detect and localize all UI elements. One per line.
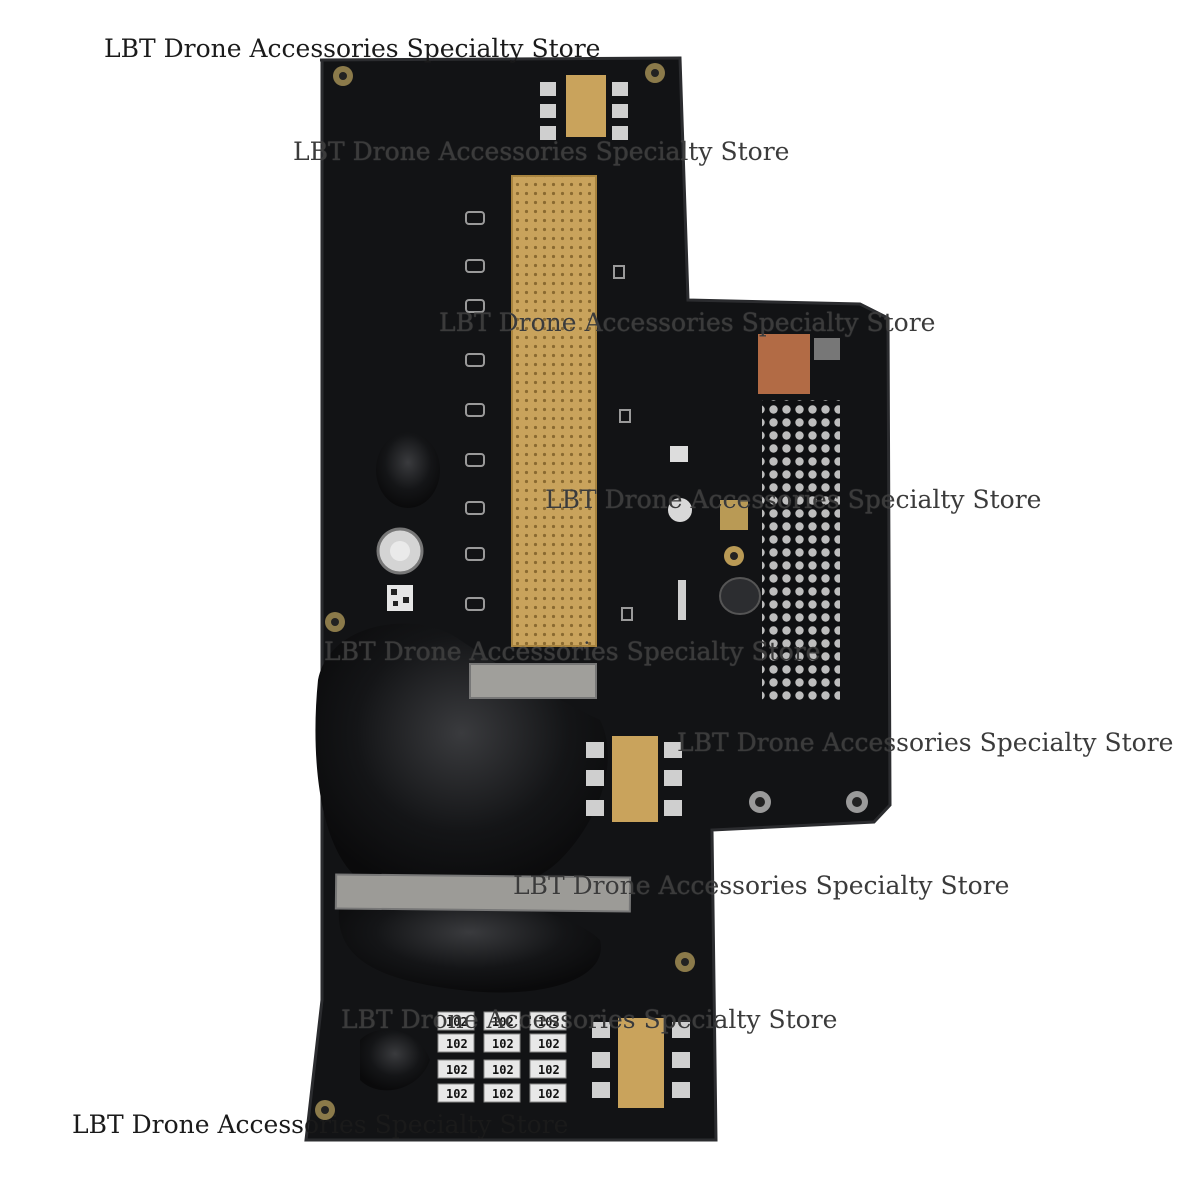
resistor-array: 102 102 102 102 102 102 102 102 102 102 … bbox=[437, 1011, 567, 1103]
resistor: 102 bbox=[437, 1033, 475, 1053]
resistor-label: 102 bbox=[492, 1087, 514, 1101]
resistor: 102 bbox=[529, 1059, 567, 1079]
resistor: 102 bbox=[483, 1083, 521, 1103]
watermark-text: LBT Drone Accessories Specialty Store bbox=[293, 137, 790, 166]
watermark-text: LBT Drone Accessories Specialty Store bbox=[341, 1005, 838, 1034]
resistor: 102 bbox=[483, 1059, 521, 1079]
resistor-label: 102 bbox=[492, 1037, 514, 1051]
resistor-label: 102 bbox=[446, 1063, 468, 1077]
resistor: 102 bbox=[529, 1083, 567, 1103]
resistor: 102 bbox=[483, 1033, 521, 1053]
resistor-label: 102 bbox=[538, 1037, 560, 1051]
resistor-label: 102 bbox=[446, 1037, 468, 1051]
watermark-text: LBT Drone Accessories Specialty Store bbox=[513, 871, 1010, 900]
middle-gold-pad-block bbox=[586, 736, 682, 822]
right-bga-pad-array bbox=[758, 334, 840, 700]
smd-components-left bbox=[465, 211, 633, 621]
misc-components bbox=[668, 446, 761, 620]
resistor-label: 102 bbox=[446, 1015, 468, 1029]
resistor: 102 bbox=[529, 1033, 567, 1053]
resistor-label: 102 bbox=[492, 1015, 514, 1029]
resistor: 102 bbox=[483, 1011, 521, 1031]
resistor-label: 102 bbox=[538, 1087, 560, 1101]
resistor: 102 bbox=[437, 1011, 475, 1031]
bottom-gold-pad-block bbox=[592, 1018, 690, 1108]
resistor-label: 102 bbox=[446, 1087, 468, 1101]
watermark-text: LBT Drone Accessories Specialty Store bbox=[104, 34, 601, 63]
watermark-text: LBT Drone Accessories Specialty Store bbox=[72, 1110, 569, 1139]
watermark-text: LBT Drone Accessories Specialty Store bbox=[439, 308, 936, 337]
metal-shields bbox=[334, 663, 632, 913]
top-gold-pad-block bbox=[540, 75, 628, 140]
gold-contact-strip bbox=[511, 175, 597, 647]
resistor-label: 102 bbox=[492, 1063, 514, 1077]
resistor: 102 bbox=[529, 1011, 567, 1031]
resistor-label: 102 bbox=[538, 1063, 560, 1077]
left-components bbox=[376, 432, 440, 611]
watermark-text: LBT Drone Accessories Specialty Store bbox=[677, 728, 1174, 757]
resistor: 102 bbox=[437, 1083, 475, 1103]
mounting-holes bbox=[315, 63, 868, 1120]
watermark-text: LBT Drone Accessories Specialty Store bbox=[324, 637, 821, 666]
resistor-label: 102 bbox=[538, 1015, 560, 1029]
resistor: 102 bbox=[437, 1059, 475, 1079]
watermark-text: LBT Drone Accessories Specialty Store bbox=[545, 485, 1042, 514]
